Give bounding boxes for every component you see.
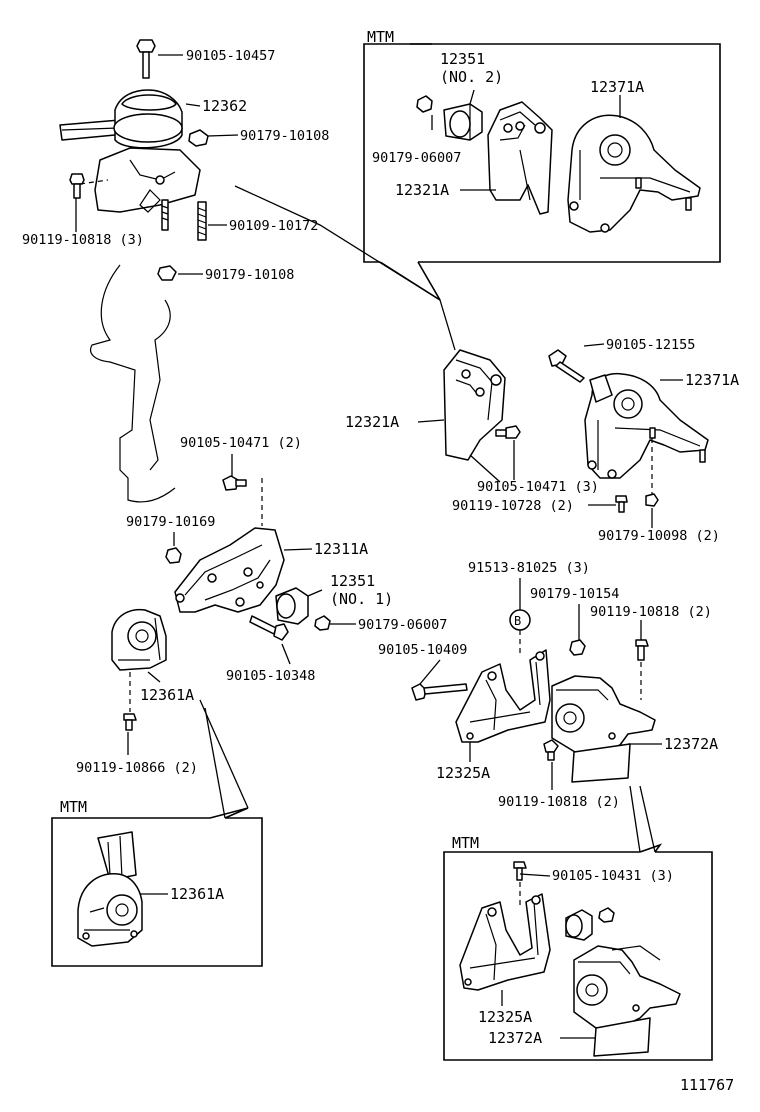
label-90109-10172: 90109-10172 (229, 218, 318, 234)
label-90105-10471-3: 90105-10471 (3) (477, 479, 599, 495)
bracket-12325a-lower-icon (455, 649, 551, 743)
label-12321a: 12321A (345, 413, 399, 431)
bolt-90105-10471-mid-icon (495, 425, 521, 439)
bolt-90119-10818-lower-icon (543, 739, 559, 761)
label-90179-10154: 90179-10154 (530, 586, 619, 602)
label-12321a-box: 12321A (395, 181, 449, 199)
inset3-mount-12351-icon (565, 909, 593, 941)
label-12371a: 12371A (685, 371, 739, 389)
mtm-label-bottom: MTM (452, 834, 479, 852)
label-12361a-box: 12361A (170, 885, 224, 903)
label-12351-no1: 12351 (330, 572, 375, 590)
label-12351: 12351 (440, 50, 485, 68)
label-12325a: 12325A (436, 764, 490, 782)
bolt-90119-10728-icon (615, 495, 628, 513)
label-90179-06007: 90179-06007 (358, 617, 447, 633)
label-12361a: 12361A (140, 686, 194, 704)
nut-90179-10154-icon (569, 639, 586, 656)
label-90119-10818-2-right: 90119-10818 (2) (590, 604, 712, 620)
label-90179-10108-top: 90179-10108 (240, 128, 329, 144)
inset3-bracket-12325a-icon (459, 893, 551, 991)
label-90105-10471-2: 90105-10471 (2) (180, 435, 302, 451)
label-12372a-box: 12372A (488, 1029, 542, 1047)
inset3-nut-icon (598, 907, 615, 923)
label-90105-10409: 90105-10409 (378, 642, 467, 658)
label-12325a-box: 12325A (478, 1008, 532, 1026)
bolt-90105-10409-icon (411, 683, 468, 701)
bolt-90119-10818-right-icon (635, 639, 649, 661)
label-12362: 12362 (202, 97, 247, 115)
b-marker: B (509, 609, 531, 631)
inset1-mount-12351-no2-icon (443, 103, 483, 141)
mount-12351-no1-icon (275, 587, 309, 625)
stud-lower-icon (161, 199, 169, 231)
bolt-90105-10348-icon (249, 615, 289, 641)
bolt-90119-10866-icon (123, 713, 137, 731)
inset1-bracket-12321a-icon (487, 101, 553, 215)
label-90105-10457: 90105-10457 (186, 48, 275, 64)
bracket-12321a-mid-icon (443, 349, 506, 461)
label-90179-10169: 90179-10169 (126, 514, 215, 530)
mtm-label-left: MTM (60, 798, 87, 816)
engine-block-outline (89, 264, 176, 503)
mount-12361a-left-icon (111, 608, 167, 671)
label-91513-81025-3: 91513-81025 (3) (468, 560, 590, 576)
figure-id: 111767 (680, 1076, 734, 1094)
b-marker-text: B (514, 614, 521, 628)
nut-90179-10169-icon (165, 547, 182, 564)
label-12372a: 12372A (664, 735, 718, 753)
nut-90179-10098-icon (645, 493, 659, 507)
mtm-inset-bottom: MTM (443, 834, 713, 1061)
nut-90179-06007-icon (314, 615, 331, 631)
label-no1: (NO. 1) (330, 590, 393, 608)
inset1-nut-90179-06007-icon (416, 95, 433, 113)
label-90105-12155: 90105-12155 (606, 337, 695, 353)
bolt-90105-10457-icon (136, 39, 156, 79)
mtm-label-top: MTM (367, 28, 394, 46)
label-90105-10431-3: 90105-10431 (3) (552, 868, 674, 884)
inset3-mount-12372a-icon (573, 945, 681, 1057)
label-90119-10728-2: 90119-10728 (2) (452, 498, 574, 514)
label-90179-10098-2: 90179-10098 (2) (598, 528, 720, 544)
stud-90109-10172-icon (197, 201, 207, 241)
inset3-bolt-90105-10431-icon (513, 861, 527, 881)
label-90119-10866-2: 90119-10866 (2) (76, 760, 198, 776)
mount-12372a-lower-icon (551, 675, 656, 783)
mount-12371a-right-icon (584, 372, 709, 479)
label-90119-10818-2-lower: 90119-10818 (2) (498, 794, 620, 810)
bolt-90105-10471-left-icon (222, 475, 247, 491)
upper-engine-mount-12362 (59, 89, 201, 213)
label-no2: (NO. 2) (440, 68, 503, 86)
nut-90179-10108-below-icon (157, 265, 177, 281)
label-90179-10108-below: 90179-10108 (205, 267, 294, 283)
inset1-mount-12371a-icon (567, 114, 701, 233)
bracket-12311a-icon (174, 527, 285, 613)
label-12371a-box: 12371A (590, 78, 644, 96)
label-12311a: 12311A (314, 540, 368, 558)
bolt-90119-10818-left-icon (69, 173, 85, 199)
inset2-mount-12361a-icon (77, 831, 143, 947)
nut-90179-10108-top-icon (188, 129, 209, 147)
label-90119-10818-3: 90119-10818 (3) (22, 232, 144, 248)
bolt-90105-12155-icon (548, 349, 585, 383)
label-90179-06007-box: 90179-06007 (372, 150, 461, 166)
label-90105-10348: 90105-10348 (226, 668, 315, 684)
